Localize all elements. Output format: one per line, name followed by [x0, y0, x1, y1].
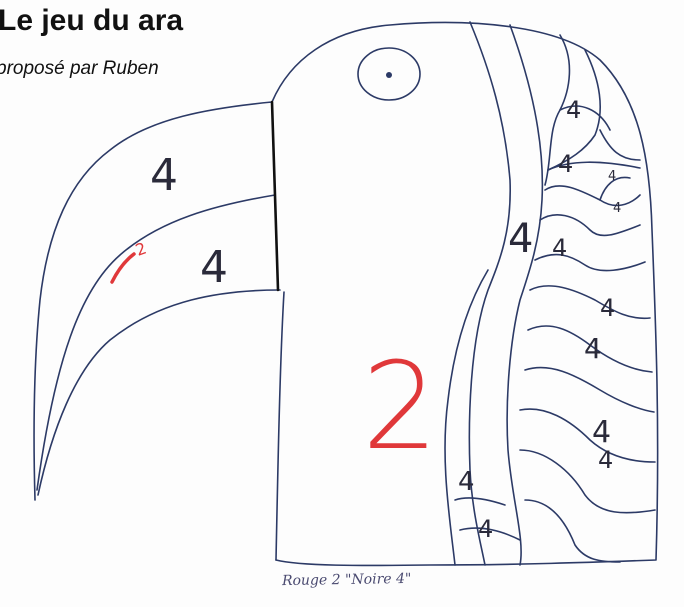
label-feather-3: 4	[608, 169, 616, 184]
label-feather-4: 4	[613, 201, 621, 216]
face-left-edge	[276, 292, 284, 560]
label-feather-2: 4	[558, 150, 573, 178]
eye-pupil	[386, 72, 392, 78]
label-beak-red: 2	[133, 238, 149, 259]
color-legend: Rouge 2 "Noire 4"	[282, 571, 412, 589]
label-beak-upper: 4	[150, 150, 178, 201]
beak-lower	[38, 290, 280, 495]
label-feather-6: 4	[552, 234, 567, 262]
label-feather-7: 4	[600, 294, 615, 322]
label-feather-5: 4	[508, 216, 533, 262]
label-feather-11: 4	[458, 467, 475, 497]
label-feather-10: 4	[598, 446, 613, 474]
beak-red-mark	[112, 254, 134, 282]
label-feather-1: 4	[566, 96, 581, 124]
beak-middle	[37, 195, 275, 490]
page-title: Le jeu du ara	[0, 4, 183, 38]
label-beak-lower: 4	[200, 242, 228, 293]
label-face: 2	[362, 338, 438, 477]
label-feather-8: 4	[584, 332, 602, 365]
page-subtitle: proposé par Ruben	[0, 58, 159, 80]
label-feather-12: 4	[478, 515, 493, 543]
label-feather-9: 4	[592, 415, 611, 450]
